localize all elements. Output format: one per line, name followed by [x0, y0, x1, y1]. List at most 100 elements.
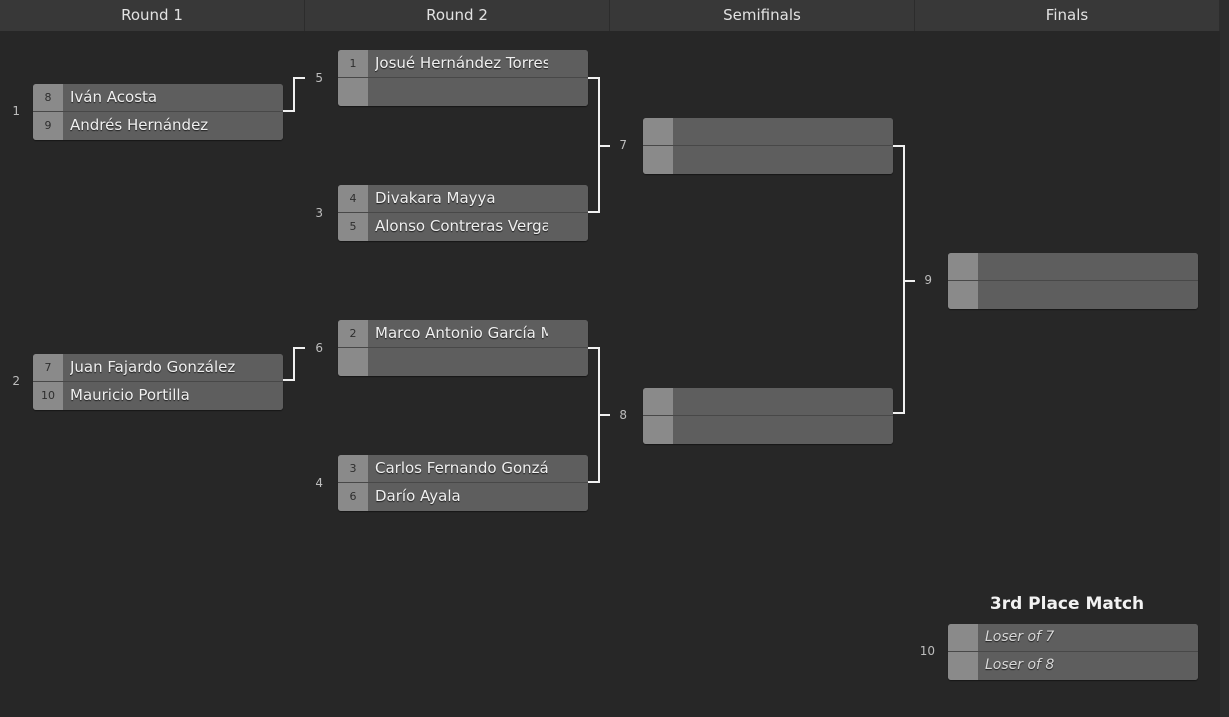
placeholder-name: Loser of 7	[985, 629, 1055, 645]
match-slot-bottom[interactable]: 10 Mauricio Portilla	[33, 381, 283, 410]
match-slot-top[interactable]: 2 Marco Antonio García Martínez	[338, 320, 588, 347]
match-number: 4	[315, 476, 323, 490]
bracket-connector	[283, 379, 295, 381]
match-card-10[interactable]: Loser of 7 Loser of 8	[948, 624, 1198, 680]
match-slot-top[interactable]: 4 Divakara Mayya	[338, 185, 588, 212]
third-place-title: 3rd Place Match	[989, 594, 1145, 614]
match-card-7[interactable]	[643, 118, 893, 174]
seed-badge	[948, 624, 978, 651]
seed-badge: 7	[33, 354, 63, 381]
player-name: Divakara Mayya	[375, 189, 496, 207]
match-number: 10	[919, 644, 935, 658]
bracket-connector	[283, 110, 295, 112]
bracket-connector	[903, 280, 915, 282]
bracket-connector	[293, 347, 295, 381]
seed-badge	[643, 416, 673, 444]
match-number: 1	[12, 104, 20, 118]
bracket-connector	[588, 481, 600, 483]
seed-badge	[948, 652, 978, 680]
match-slot-bottom[interactable]: 6 Darío Ayala	[338, 482, 588, 511]
round-1-header: Round 1	[0, 0, 305, 31]
player-name	[985, 281, 1158, 309]
seed-badge: 1	[338, 50, 368, 77]
match-slot-top[interactable]: 3 Carlos Fernando González	[338, 455, 588, 482]
bracket-connector	[598, 145, 610, 147]
semifinals-header: Semifinals	[610, 0, 915, 31]
bracket-connector	[588, 77, 600, 79]
player-name	[680, 118, 853, 145]
player-name	[680, 146, 853, 174]
player-name: Darío Ayala	[375, 487, 461, 505]
bracket-connector	[598, 414, 610, 416]
bracket-connector	[893, 145, 905, 147]
match-card-6[interactable]: 2 Marco Antonio García Martínez	[338, 320, 588, 376]
match-slot-bottom[interactable]: 5 Alonso Contreras Vergara	[338, 212, 588, 241]
seed-badge	[643, 146, 673, 174]
scrollbar-track[interactable]	[1220, 0, 1229, 717]
match-slot-bottom[interactable]	[338, 77, 588, 106]
player-name	[375, 78, 548, 106]
seed-badge	[948, 281, 978, 309]
match-slot-bottom[interactable]: 9 Andrés Hernández	[33, 111, 283, 140]
match-slot-bottom[interactable]: Loser of 8	[948, 651, 1198, 680]
player-name	[680, 416, 853, 444]
match-card-2[interactable]: 7 Juan Fajardo González 10 Mauricio Port…	[33, 354, 283, 410]
match-card-4[interactable]: 3 Carlos Fernando González 6 Darío Ayala	[338, 455, 588, 511]
player-name: Andrés Hernández	[70, 116, 209, 134]
bracket-connector	[293, 77, 305, 79]
seed-badge: 10	[33, 382, 63, 410]
match-card-1[interactable]: 8 Iván Acosta 9 Andrés Hernández	[33, 84, 283, 140]
match-card-8[interactable]	[643, 388, 893, 444]
seed-badge: 9	[33, 112, 63, 140]
seed-badge	[338, 78, 368, 106]
match-slot-top[interactable]: 7 Juan Fajardo González	[33, 354, 283, 381]
bracket-connector	[893, 412, 905, 414]
seed-badge: 3	[338, 455, 368, 482]
match-number: 7	[619, 138, 627, 152]
bracket-connector	[588, 347, 600, 349]
bracket-connector	[293, 347, 305, 349]
match-slot-bottom[interactable]	[643, 145, 893, 174]
player-name	[680, 388, 853, 415]
player-name: Carlos Fernando González	[375, 459, 548, 477]
match-number: 8	[619, 408, 627, 422]
round-header-bar: Round 1 Round 2 Semifinals Finals	[0, 0, 1229, 31]
player-name: Iván Acosta	[70, 88, 158, 106]
match-number: 5	[315, 71, 323, 85]
seed-badge: 8	[33, 84, 63, 111]
player-name: Marco Antonio García Martínez	[375, 324, 548, 342]
seed-badge	[338, 348, 368, 376]
match-slot-top[interactable]	[643, 118, 893, 145]
match-slot-top[interactable]	[948, 253, 1198, 280]
player-name: Alonso Contreras Vergara	[375, 217, 548, 235]
seed-badge: 6	[338, 483, 368, 511]
match-number: 6	[315, 341, 323, 355]
seed-badge	[643, 118, 673, 145]
bracket-connector	[293, 77, 295, 112]
match-number: 9	[924, 273, 932, 287]
match-card-5[interactable]: 1 Josué Hernández Torres	[338, 50, 588, 106]
match-number: 3	[315, 206, 323, 220]
seed-badge: 2	[338, 320, 368, 347]
finals-header: Finals	[915, 0, 1220, 31]
placeholder-name: Loser of 8	[985, 657, 1055, 673]
bracket-connector	[588, 211, 600, 213]
round-2-header: Round 2	[305, 0, 610, 31]
match-slot-top[interactable]: 1 Josué Hernández Torres	[338, 50, 588, 77]
match-slot-top[interactable]: Loser of 7	[948, 624, 1198, 651]
match-slot-top[interactable]	[643, 388, 893, 415]
bracket-connector	[903, 145, 905, 414]
seed-badge: 4	[338, 185, 368, 212]
match-slot-bottom[interactable]	[948, 280, 1198, 309]
seed-badge	[643, 388, 673, 415]
player-name: Juan Fajardo González	[70, 358, 236, 376]
match-slot-bottom[interactable]	[338, 347, 588, 376]
seed-badge: 5	[338, 213, 368, 241]
match-card-3[interactable]: 4 Divakara Mayya 5 Alonso Contreras Verg…	[338, 185, 588, 241]
match-number: 2	[12, 374, 20, 388]
match-card-9[interactable]	[948, 253, 1198, 309]
match-slot-top[interactable]: 8 Iván Acosta	[33, 84, 283, 111]
player-name	[375, 348, 548, 376]
seed-badge	[948, 253, 978, 280]
match-slot-bottom[interactable]	[643, 415, 893, 444]
